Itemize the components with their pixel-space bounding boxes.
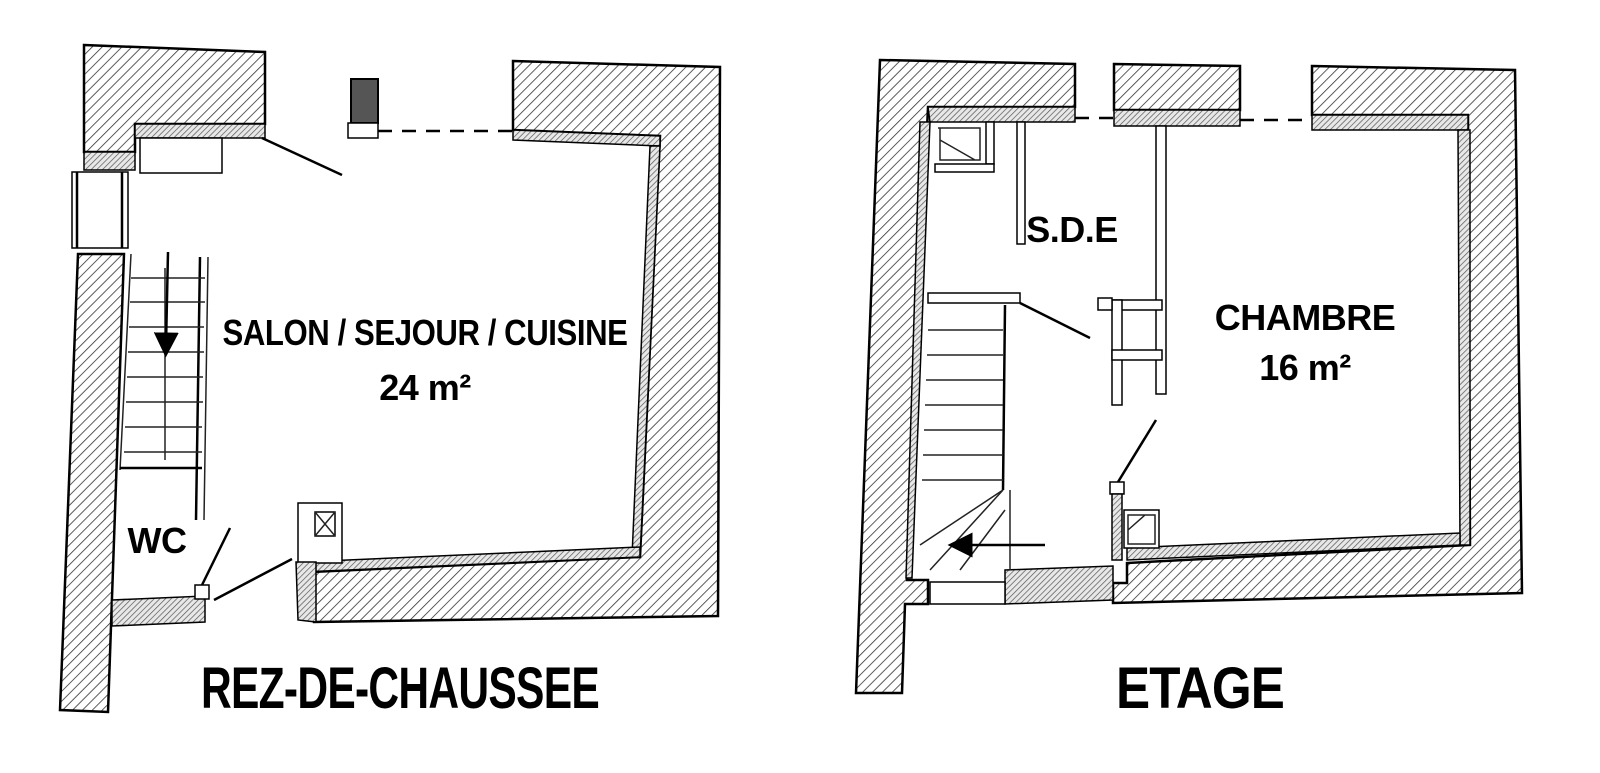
post <box>1097 297 1113 311</box>
wall <box>927 106 1076 123</box>
stair-arrow-icon <box>153 251 179 358</box>
staircase <box>119 251 209 521</box>
post <box>194 584 210 600</box>
partition <box>985 121 995 165</box>
wc-label: WC <box>128 520 187 561</box>
post <box>347 122 379 139</box>
wall <box>1004 565 1114 605</box>
door-swing <box>200 527 232 586</box>
bathroom-label: S.D.E <box>1026 209 1118 250</box>
partition <box>927 292 1021 304</box>
wall <box>134 123 266 139</box>
upper-floor-title: ETAGE <box>1116 656 1284 721</box>
wall <box>1457 129 1471 546</box>
wall <box>854 58 1077 695</box>
wall <box>83 151 136 171</box>
living-room-label: SALON / SEJOUR / CUISINE <box>223 312 628 353</box>
wall <box>58 252 126 714</box>
partition <box>1155 125 1167 395</box>
chimney <box>350 78 379 124</box>
bedroom-label: CHAMBRE <box>1215 297 1396 338</box>
ground-floor-title: REZ-DE-CHAUSSEE <box>201 656 599 721</box>
door-swing <box>261 136 343 177</box>
ground-floor-plan: SALON / SEJOUR / CUISINE 24 m² WC REZ-DE… <box>58 43 722 721</box>
wall <box>1126 532 1461 561</box>
window <box>929 581 1006 605</box>
bedroom-area: 16 m² <box>1259 347 1351 388</box>
entrance-door <box>71 171 129 249</box>
staircase <box>919 304 1045 571</box>
living-room-area: 24 m² <box>379 367 471 408</box>
wall <box>111 595 206 627</box>
door-swing <box>213 557 293 602</box>
appliance <box>295 502 343 623</box>
door-swing <box>1116 419 1158 483</box>
wall <box>1111 493 1123 561</box>
upper-floor-plan: S.D.E CHAMBRE 16 m² ETAGE <box>854 58 1524 721</box>
cabinet <box>139 137 223 174</box>
wall <box>1113 109 1241 127</box>
partition <box>934 163 995 173</box>
door-swing <box>1019 301 1091 340</box>
wall <box>1112 62 1242 112</box>
partition <box>1111 349 1163 361</box>
wall <box>905 121 931 579</box>
partition <box>1016 121 1026 245</box>
post <box>1109 481 1125 495</box>
wall <box>1311 114 1469 131</box>
